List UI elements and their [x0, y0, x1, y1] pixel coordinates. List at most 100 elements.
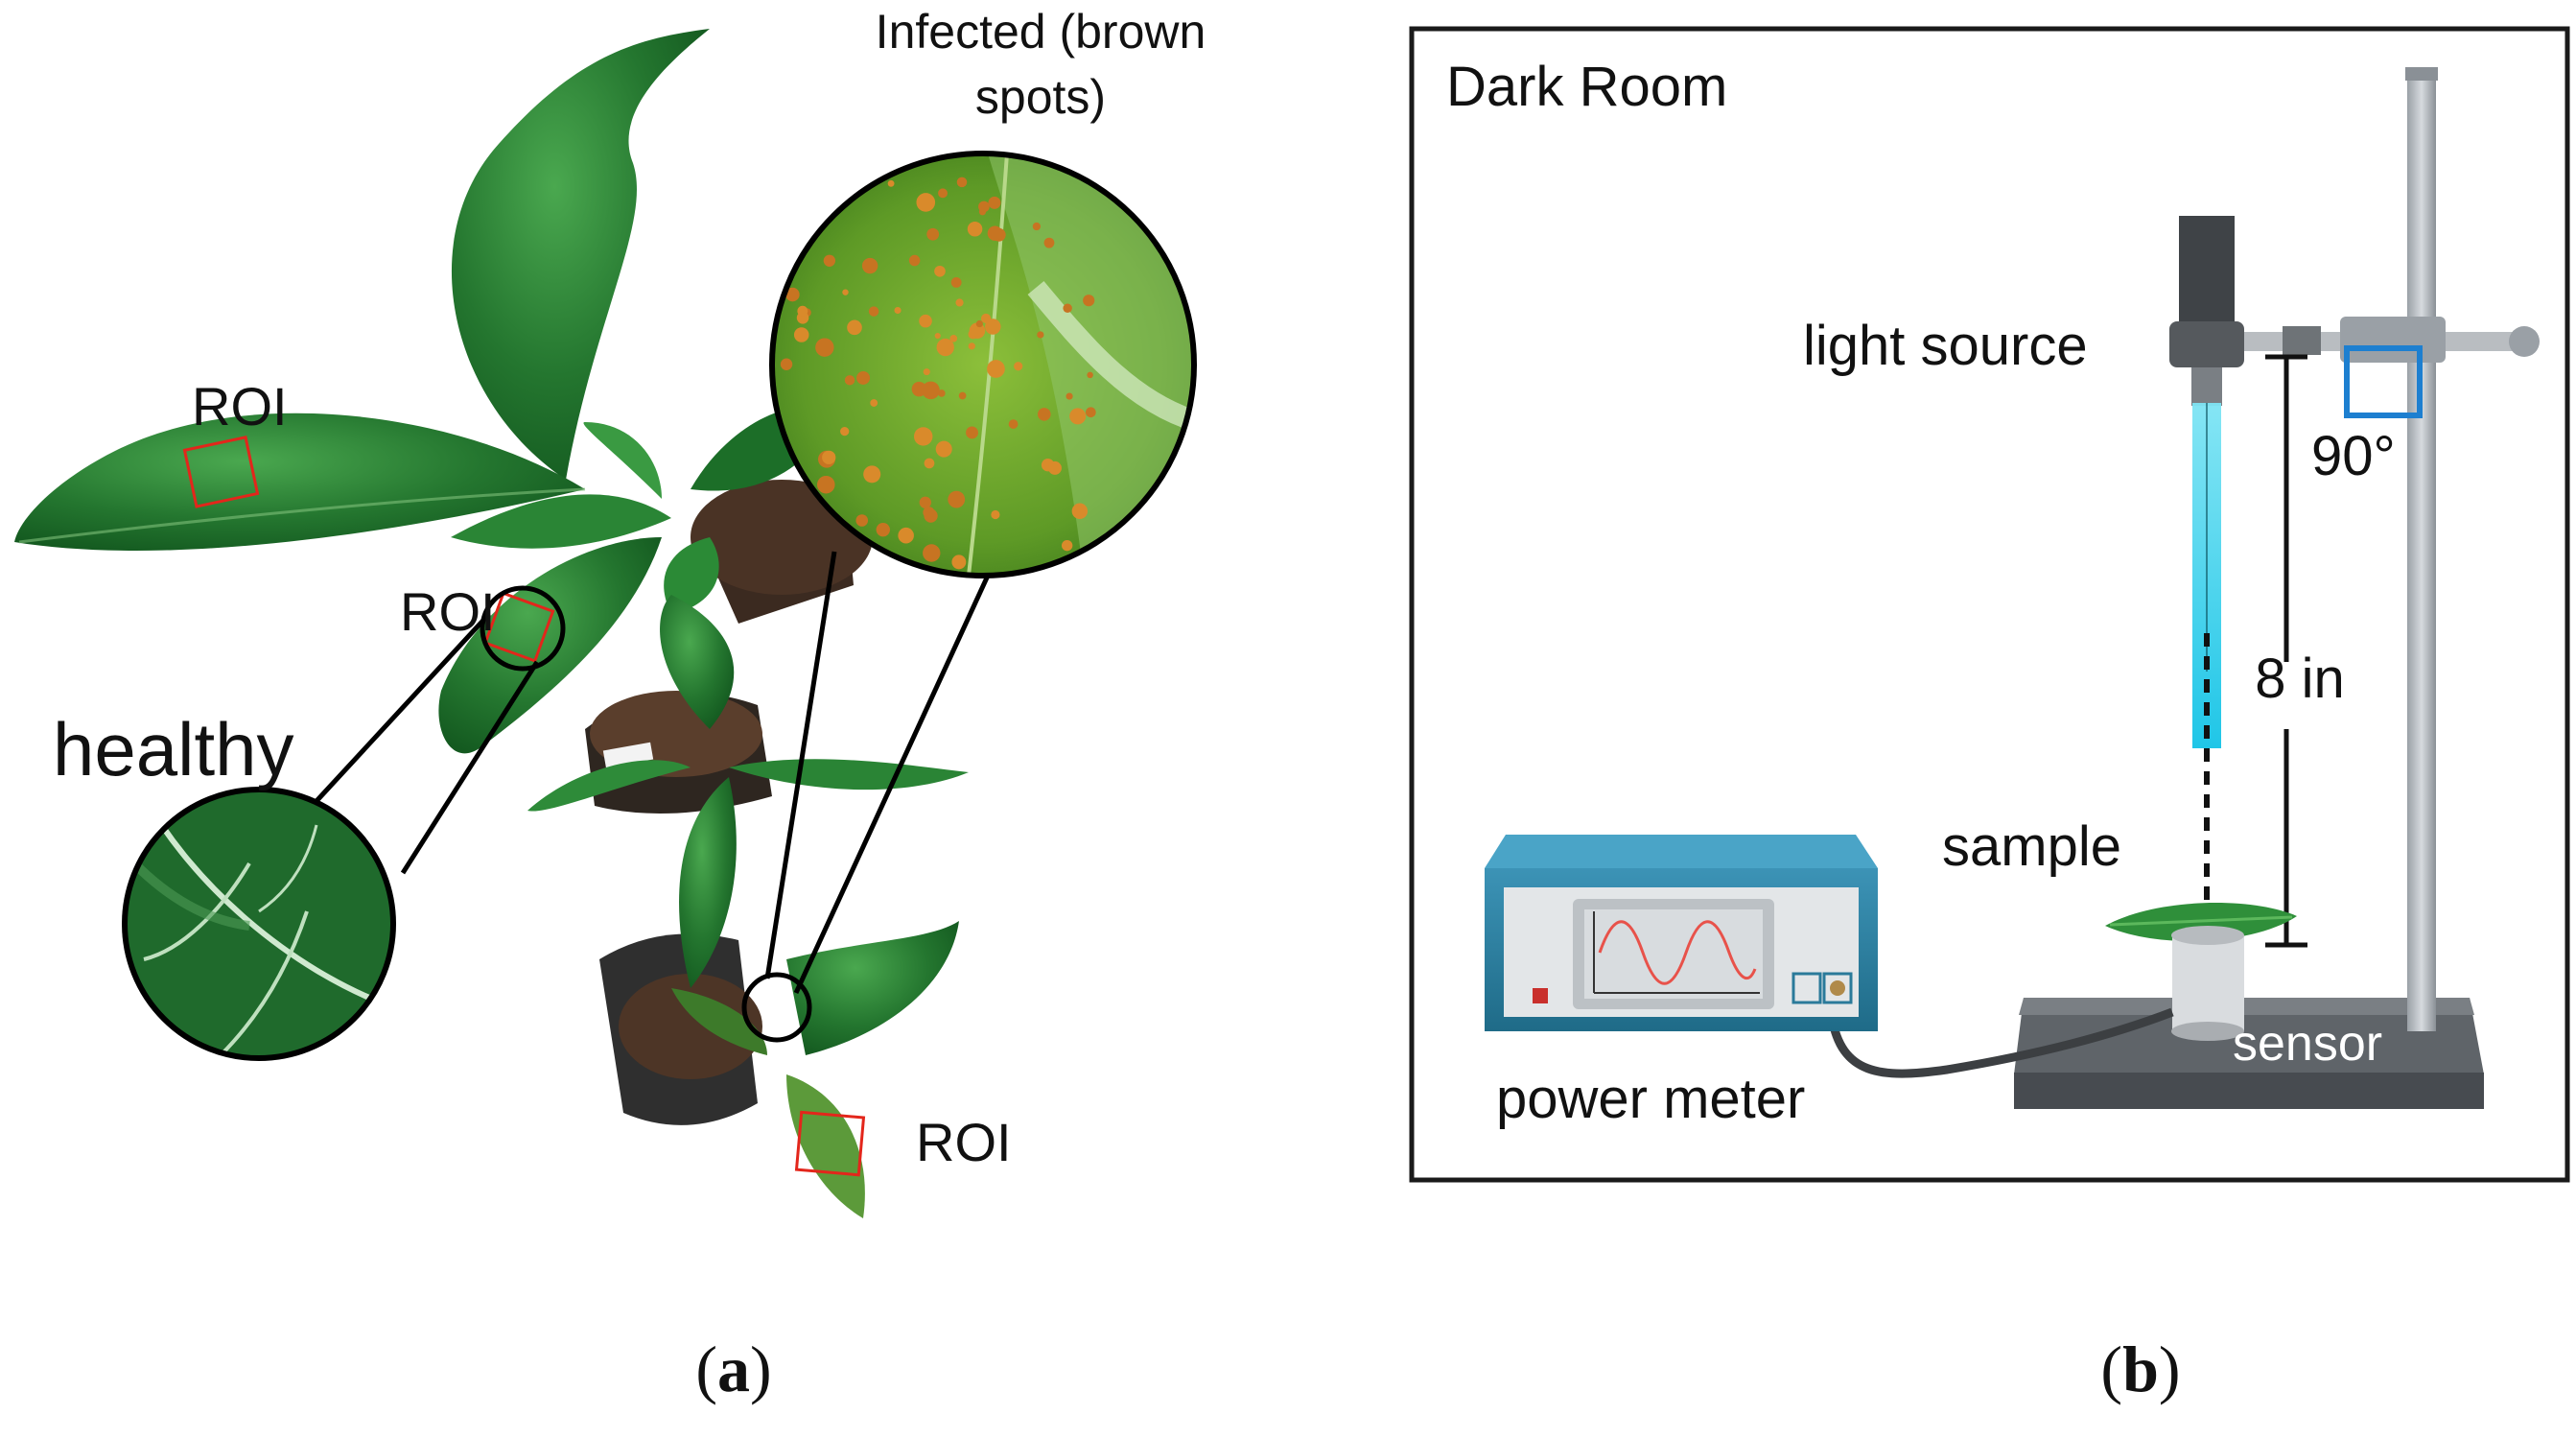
label-distance: 8 in [2255, 648, 2345, 710]
infection-spot [817, 475, 835, 494]
infection-spot [919, 496, 931, 508]
infection-spot [988, 196, 1001, 209]
infection-spot [780, 358, 793, 370]
label-light-source: light source [1803, 315, 2088, 377]
stand-base [2014, 998, 2484, 1109]
sensor-cable [1827, 1007, 2174, 1078]
power-meter [1485, 835, 1878, 1031]
zoom-circle-healthy [122, 787, 396, 1061]
infection-spot [1014, 362, 1023, 371]
infection-spot [1063, 303, 1072, 313]
leaf-mid-1 [664, 537, 719, 614]
infection-spot [987, 360, 1005, 378]
right-angle-marker [2344, 345, 2423, 418]
infection-spot [1086, 407, 1096, 418]
dark-room-title: Dark Room [1446, 56, 1727, 118]
leaf-center-left [438, 537, 662, 754]
infection-spot [831, 165, 849, 183]
infection-spot [919, 314, 932, 328]
infection-spot [1069, 408, 1087, 425]
infection-spot [1061, 539, 1073, 552]
infection-spot [793, 327, 809, 342]
infection-spot [991, 509, 1000, 520]
connector-infected-2 [793, 574, 991, 995]
leaf-lower-4 [671, 988, 767, 1055]
infection-spot [924, 458, 935, 469]
label-sample: sample [1942, 815, 2121, 878]
leaf-lower-1 [679, 777, 737, 988]
infection-spot [842, 289, 849, 295]
leaf-lower-3 [786, 1074, 865, 1218]
label-sensor: sensor [2233, 1016, 2382, 1072]
infection-spot [1008, 419, 1019, 429]
infection-spot [898, 527, 914, 544]
infection-spot [913, 427, 933, 446]
infection-spot [823, 254, 836, 267]
sensor [2171, 926, 2244, 1041]
soil-bottom [619, 974, 762, 1079]
leaf-left [14, 413, 585, 551]
meter-power-button [1533, 988, 1548, 1003]
stand-pole [2407, 72, 2436, 1031]
infection-spot [938, 188, 948, 199]
infection-spot [935, 440, 952, 458]
infection-spot [985, 318, 1001, 335]
label-power-meter: power meter [1496, 1068, 1805, 1130]
infection-spot [861, 257, 878, 274]
infection-spot [951, 554, 967, 570]
leaf-small-top [583, 422, 662, 499]
infection-spot [966, 426, 978, 439]
zoom-source-healthy [480, 585, 566, 672]
infection-spot [786, 225, 803, 242]
infection-spot [956, 177, 968, 188]
leaf-left-vein [18, 487, 586, 544]
infection-spot [978, 208, 987, 216]
infection-spot [955, 298, 964, 307]
infection-spot [934, 332, 941, 340]
infection-spot [855, 514, 869, 527]
leaf-center [451, 494, 671, 549]
infection-spot [923, 507, 935, 519]
infection-spot [923, 544, 941, 562]
infection-spot [950, 276, 962, 288]
infection-spot [1066, 392, 1073, 400]
leaf-mid-3 [527, 760, 691, 812]
zoom-circle-infected [769, 151, 1197, 578]
infection-spot [980, 313, 992, 324]
infection-spot [870, 399, 878, 407]
roi-box-bottom-leaf [794, 1110, 866, 1177]
connector-healthy-1 [315, 612, 491, 803]
infection-spot [894, 306, 902, 315]
infection-spot [797, 305, 808, 317]
infection-spot [923, 368, 930, 376]
leaf-lower-2 [786, 921, 959, 1055]
caption-a: (a) [695, 1333, 771, 1405]
infection-spot [908, 254, 921, 267]
label-roi-bottom: ROI [916, 1112, 1012, 1172]
roi-box-left-leaf [182, 436, 260, 508]
infection-spot [922, 381, 940, 400]
infection-spot [863, 465, 881, 484]
infection-spot [1087, 371, 1093, 379]
infection-spot [876, 522, 890, 537]
infection-spot [975, 319, 983, 328]
infection-spot [987, 225, 1003, 241]
infection-spot [1071, 503, 1089, 519]
distance-indicator [2265, 354, 2307, 948]
roi-box-mid-leaf [483, 591, 555, 663]
infection-spot [836, 183, 844, 191]
infection-spot [856, 371, 871, 385]
infection-spot [967, 222, 983, 237]
infection-spot [1032, 222, 1042, 231]
infection-spot [1037, 331, 1044, 339]
infection-spot [840, 426, 850, 436]
infection-spot [916, 193, 936, 212]
label-roi-middle: ROI [400, 581, 496, 642]
infection-spot [887, 179, 895, 187]
infection-spot [949, 334, 958, 342]
meter-sine-wave [1598, 920, 1757, 985]
label-infected-line1: Infected (brown [876, 5, 1206, 59]
connector-healthy-2 [400, 660, 540, 875]
infection-spot [815, 338, 834, 357]
